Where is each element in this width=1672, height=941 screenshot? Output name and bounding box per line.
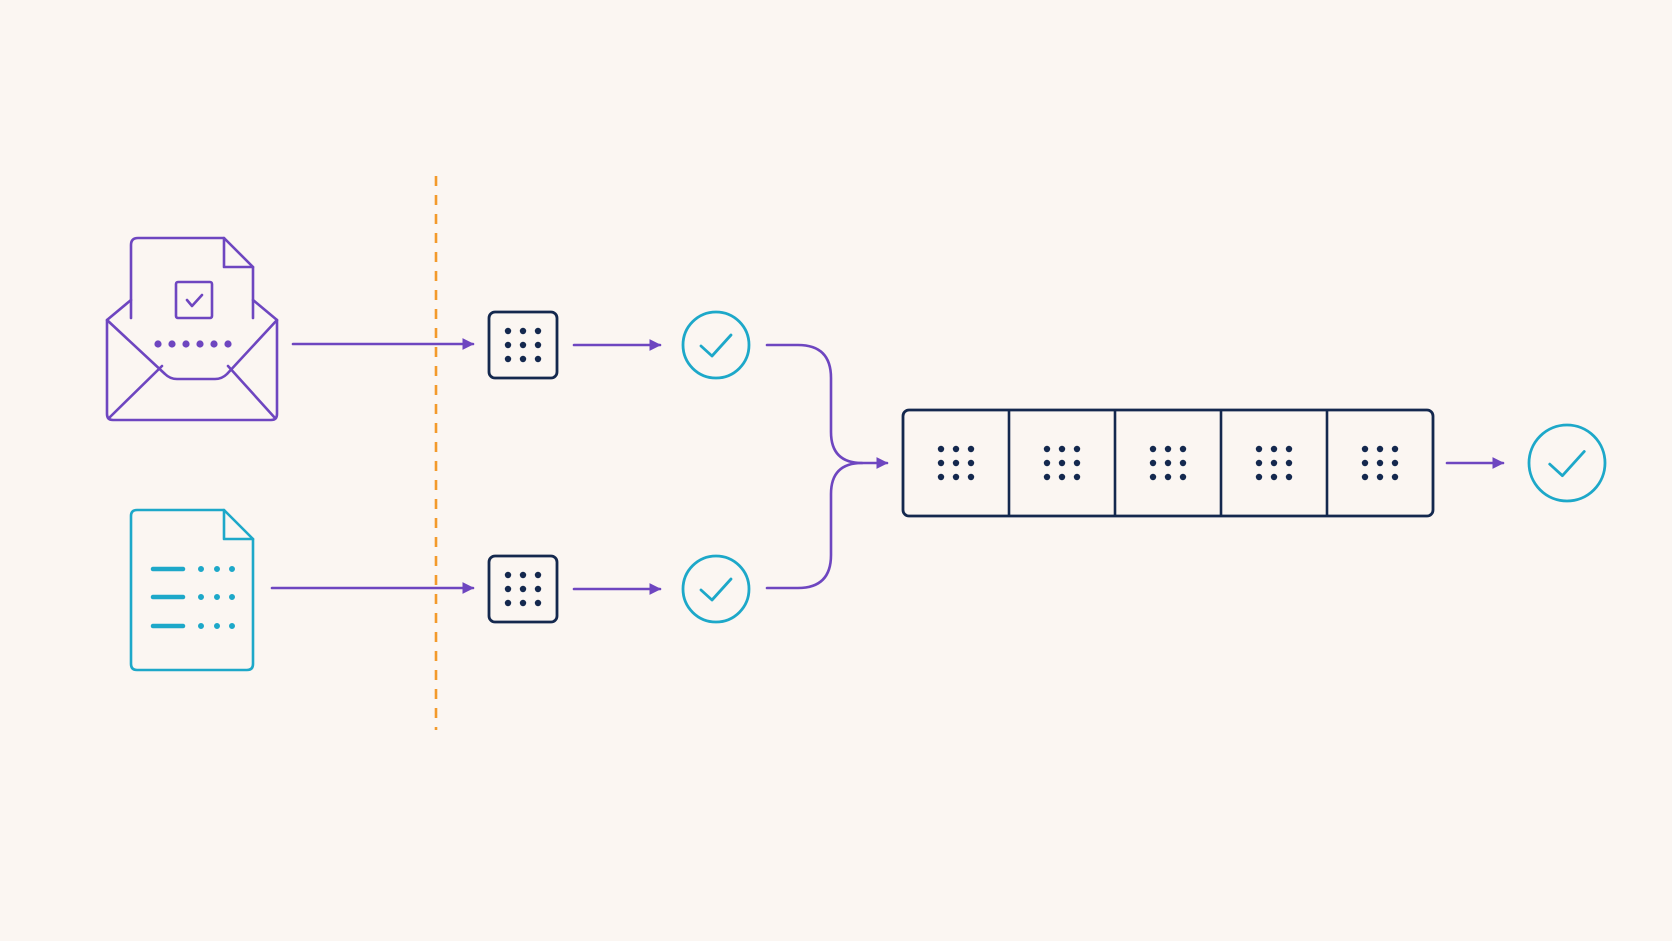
- check-mark-icon: [699, 577, 733, 602]
- segment-2-dots: [1043, 445, 1081, 481]
- segment-3-dots: [1149, 445, 1187, 481]
- dot: [937, 473, 945, 481]
- dot: [1255, 445, 1263, 453]
- segment-4-dots: [1255, 445, 1293, 481]
- dot: [937, 445, 945, 453]
- dot: [1058, 473, 1066, 481]
- dot: [1270, 445, 1278, 453]
- check-circle-icon: [681, 310, 751, 380]
- dot: [937, 459, 945, 467]
- check-circle-final: [1527, 423, 1607, 503]
- encoder-chip-top: [487, 310, 559, 380]
- dot: [1285, 445, 1293, 453]
- dot: [1255, 459, 1263, 467]
- text-document-icon: [129, 508, 255, 672]
- dot: [1149, 445, 1157, 453]
- dot: [952, 473, 960, 481]
- check-circle-icon: [681, 554, 751, 624]
- dot: [1285, 459, 1293, 467]
- dot: [1391, 445, 1399, 453]
- dot: [1391, 459, 1399, 467]
- dot: [1164, 473, 1172, 481]
- check-circle-bottom: [681, 554, 751, 624]
- dot: [967, 473, 975, 481]
- check-circles: [681, 310, 1607, 624]
- dot-grid-chip-icon: [487, 554, 559, 624]
- check-mark-icon: [1548, 450, 1586, 478]
- dot: [534, 571, 542, 579]
- dot: [1073, 459, 1081, 467]
- dot: [534, 327, 542, 335]
- chip-dots: [504, 571, 542, 607]
- dot: [1391, 473, 1399, 481]
- check-circle-top: [681, 310, 751, 380]
- dot: [1361, 473, 1369, 481]
- dot: [1270, 473, 1278, 481]
- dot: [1043, 473, 1051, 481]
- dot: [1149, 459, 1157, 467]
- dot: [1164, 459, 1172, 467]
- dot: [504, 571, 512, 579]
- dot: [1164, 445, 1172, 453]
- dot: [519, 585, 527, 593]
- envelope-dot-row: [154, 340, 232, 348]
- dot: [534, 355, 542, 363]
- dot: [504, 355, 512, 363]
- dot: [504, 327, 512, 335]
- dot: [1073, 473, 1081, 481]
- dot: [1073, 445, 1081, 453]
- dot: [1255, 473, 1263, 481]
- encoder-chips: [487, 310, 559, 624]
- dot: [1376, 445, 1384, 453]
- envelope-document-icon: [105, 236, 279, 422]
- dot: [519, 571, 527, 579]
- dot: [519, 327, 527, 335]
- dot: [519, 341, 527, 349]
- dot: [1179, 459, 1187, 467]
- dot: [1376, 473, 1384, 481]
- document-text-lines: [150, 566, 235, 629]
- segmented-block-icon: [901, 408, 1435, 518]
- block-chain-frame: [901, 408, 1435, 518]
- dot: [1179, 473, 1187, 481]
- check-mark-icon: [699, 333, 733, 358]
- dot-grid-chip-icon: [487, 310, 559, 380]
- dot: [504, 599, 512, 607]
- dot: [1376, 459, 1384, 467]
- dot: [519, 355, 527, 363]
- dot: [1361, 459, 1369, 467]
- dot: [1179, 445, 1187, 453]
- dot: [534, 599, 542, 607]
- dot: [1058, 445, 1066, 453]
- dot: [534, 341, 542, 349]
- dot: [1043, 459, 1051, 467]
- curve-check-bottom-to-blocks: [765, 461, 864, 590]
- dot: [952, 459, 960, 467]
- connectors: [270, 338, 1505, 595]
- segment-1-dots: [937, 445, 975, 481]
- dot: [504, 585, 512, 593]
- dot: [504, 341, 512, 349]
- dot: [534, 585, 542, 593]
- dot: [1270, 459, 1278, 467]
- dot: [1361, 445, 1369, 453]
- dot: [1149, 473, 1157, 481]
- dot: [1285, 473, 1293, 481]
- dot: [1043, 445, 1051, 453]
- check-circle-icon: [1527, 423, 1607, 503]
- dot: [952, 445, 960, 453]
- dot: [1058, 459, 1066, 467]
- encoder-chip-bottom: [487, 554, 559, 624]
- curve-check-top-to-blocks: [765, 343, 889, 469]
- dot: [519, 599, 527, 607]
- dot: [967, 445, 975, 453]
- chip-dots: [504, 327, 542, 363]
- block-segment-dots: [937, 445, 1399, 481]
- dot: [967, 459, 975, 467]
- segment-5-dots: [1361, 445, 1399, 481]
